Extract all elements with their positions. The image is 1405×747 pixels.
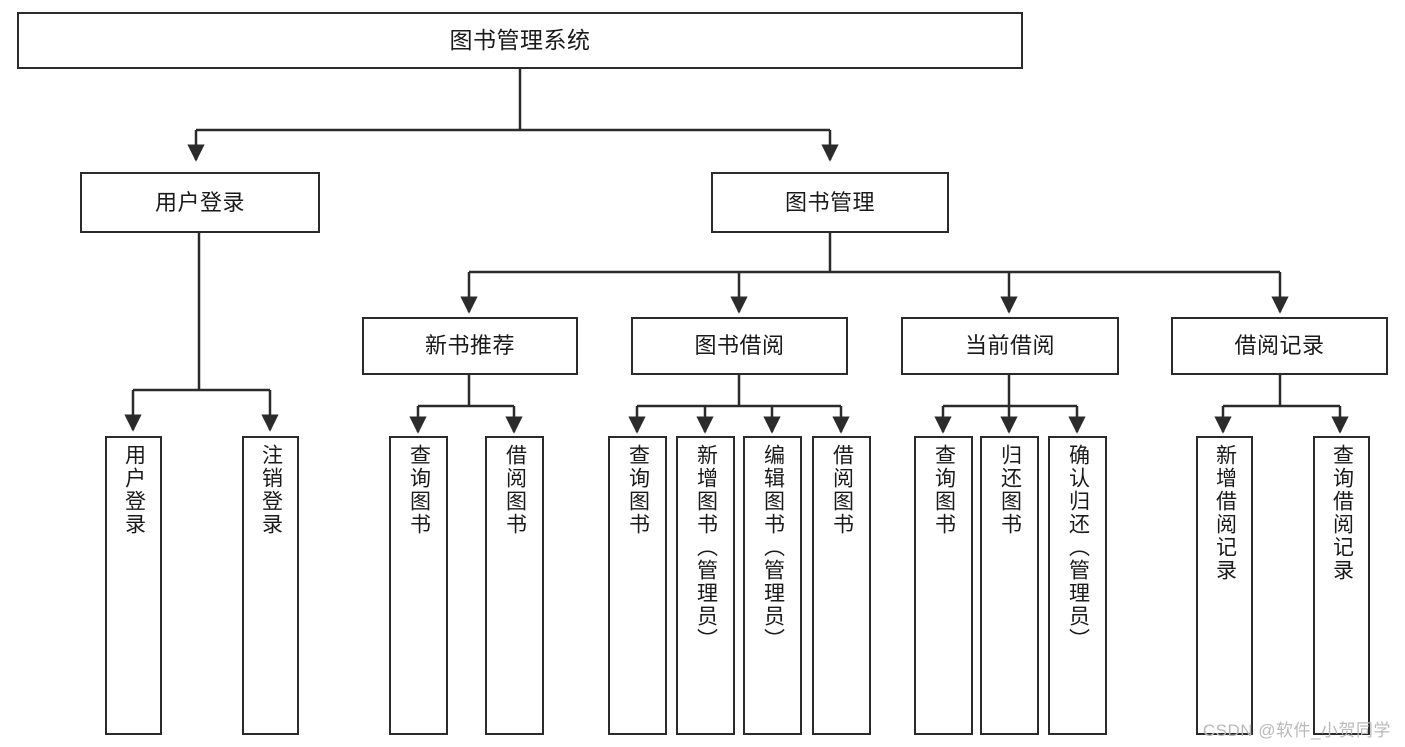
node-label: 编辑图书（管理员） <box>761 444 785 651</box>
node-label: 借阅图书 <box>830 444 854 536</box>
node-label: 查询借阅记录 <box>1330 444 1354 582</box>
node-label: 图书管理 <box>784 189 875 215</box>
node-leaf-user-login[interactable]: 用户登录 <box>105 436 162 735</box>
node-current-borrow[interactable]: 当前借阅 <box>901 317 1119 375</box>
node-label: 用户登录 <box>154 189 245 215</box>
node-leaf-query-book-current[interactable]: 查询图书 <box>914 436 973 735</box>
node-leaf-borrow-book-recommend[interactable]: 借阅图书 <box>485 436 544 735</box>
node-label: 查询图书 <box>932 444 956 536</box>
node-borrow-record[interactable]: 借阅记录 <box>1171 317 1388 375</box>
node-label: 新书推荐 <box>424 333 515 359</box>
node-leaf-logout[interactable]: 注销登录 <box>242 436 299 735</box>
node-leaf-add-book-admin[interactable]: 新增图书（管理员） <box>676 436 735 735</box>
node-root-system[interactable]: 图书管理系统 <box>17 12 1023 69</box>
node-label: 当前借阅 <box>964 333 1055 359</box>
node-label: 查询图书 <box>626 444 650 536</box>
node-leaf-confirm-return-admin[interactable]: 确认归还（管理员） <box>1048 436 1107 735</box>
node-label: 查询图书 <box>407 444 431 536</box>
node-leaf-query-book-borrow[interactable]: 查询图书 <box>608 436 667 735</box>
node-leaf-edit-book-admin[interactable]: 编辑图书（管理员） <box>743 436 802 735</box>
node-book-borrow[interactable]: 图书借阅 <box>631 317 848 375</box>
node-leaf-query-borrow-record[interactable]: 查询借阅记录 <box>1313 436 1370 735</box>
node-new-book-recommend[interactable]: 新书推荐 <box>362 317 578 375</box>
node-leaf-add-borrow-record[interactable]: 新增借阅记录 <box>1196 436 1253 735</box>
node-book-management[interactable]: 图书管理 <box>711 172 949 233</box>
node-label: 注销登录 <box>259 444 283 536</box>
watermark-text: CSDN @软件_小贺同学 <box>1202 721 1391 740</box>
node-leaf-borrow-book[interactable]: 借阅图书 <box>812 436 871 735</box>
node-label: 确认归还（管理员） <box>1066 444 1090 651</box>
node-label: 用户登录 <box>122 444 146 536</box>
node-label: 图书借阅 <box>694 333 785 359</box>
node-label: 新增图书（管理员） <box>694 444 718 651</box>
node-leaf-query-book-recommend[interactable]: 查询图书 <box>389 436 448 735</box>
node-label: 借阅记录 <box>1234 333 1325 359</box>
node-label: 归还图书 <box>998 444 1022 536</box>
node-user-login[interactable]: 用户登录 <box>80 172 320 233</box>
node-label: 借阅图书 <box>503 444 527 536</box>
node-label: 图书管理系统 <box>449 27 591 54</box>
node-label: 新增借阅记录 <box>1213 444 1237 582</box>
node-leaf-return-book[interactable]: 归还图书 <box>980 436 1039 735</box>
